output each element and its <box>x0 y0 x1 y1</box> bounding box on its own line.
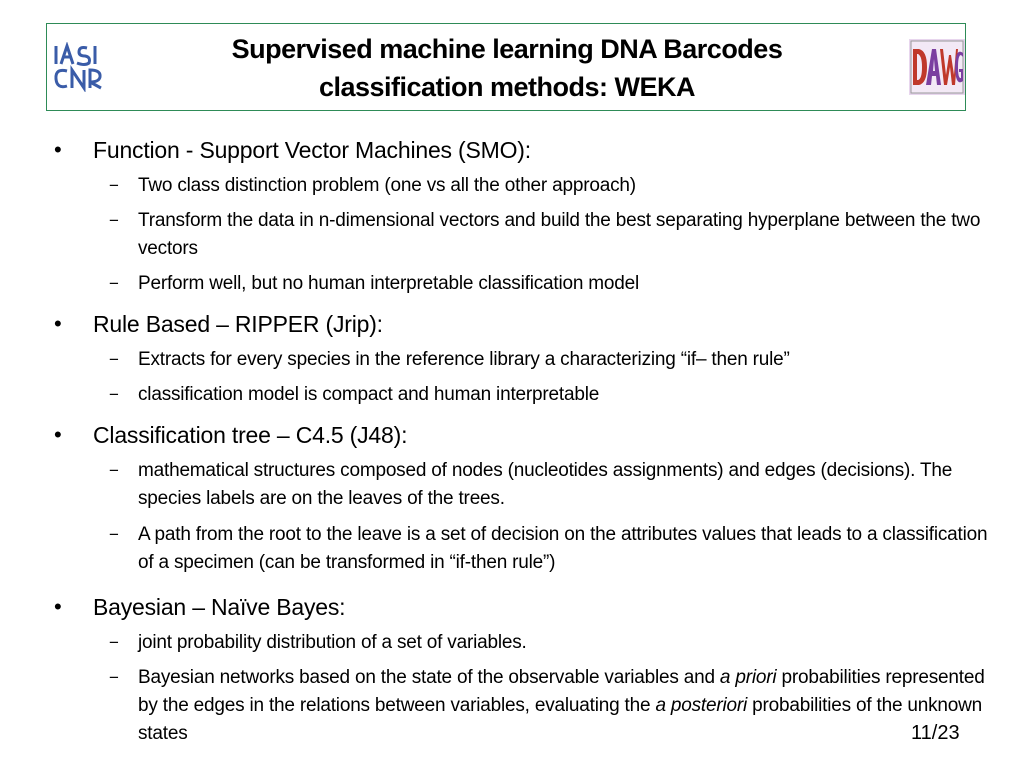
bullet-ripper: Rule Based – RIPPER (Jrip): <box>93 311 383 337</box>
sub-item: classification model is compact and huma… <box>138 384 600 405</box>
title-line-1: Supervised machine learning DNA Barcodes <box>231 34 783 64</box>
sub-item: A path from the root to the leave is a s… <box>138 524 988 573</box>
bullet-marker: • <box>54 311 62 336</box>
bullet-marker: • <box>54 422 62 447</box>
dash-marker: − <box>109 461 119 480</box>
sub-item: joint probability distribution of a set … <box>138 632 527 653</box>
slide-title: Supervised machine learning DNA Barcodes… <box>217 30 797 106</box>
italic-term: a priori <box>719 667 777 688</box>
bullet-c45: Classification tree – C4.5 (J48): <box>93 422 408 448</box>
text-span: probabilities of the unknown states <box>138 695 983 744</box>
bullet-marker: • <box>54 594 62 619</box>
italic-term: a posteriori <box>655 695 748 716</box>
dash-marker: − <box>109 668 119 687</box>
bullet-marker: • <box>54 137 62 162</box>
sub-item: Two class distinction problem (one vs al… <box>138 175 636 196</box>
iasi-cnr-logo <box>53 41 107 93</box>
title-line-2: classification methods: WEKA <box>318 72 696 102</box>
bullet-naive-bayes: Bayesian – Naïve Bayes: <box>93 594 346 620</box>
sub-item: Extracts for every species in the refere… <box>138 349 790 370</box>
dash-marker: − <box>109 274 119 293</box>
dash-marker: − <box>109 211 119 230</box>
sub-item: Transform the data in n-dimensional vect… <box>138 210 981 259</box>
dash-marker: − <box>109 350 119 369</box>
bullet-smo: Function - Support Vector Machines (SMO)… <box>93 137 531 163</box>
page-number: 11/23 <box>911 722 960 744</box>
sub-item: Perform well, but no human interpretable… <box>138 273 640 294</box>
sub-item: mathematical structures composed of node… <box>138 460 953 509</box>
sub-item-bayesian-networks: Bayesian networks based on the state of … <box>138 664 988 748</box>
title-box: Supervised machine learning DNA Barcodes… <box>46 23 966 111</box>
dash-marker: − <box>109 633 119 652</box>
dash-marker: − <box>109 525 119 544</box>
dawg-logo <box>909 39 965 95</box>
text-span: probabilities represented by the edges i… <box>138 667 985 716</box>
dash-marker: − <box>109 176 119 195</box>
text-span: Bayesian networks based on the state of … <box>138 667 720 688</box>
dash-marker: − <box>109 385 119 404</box>
